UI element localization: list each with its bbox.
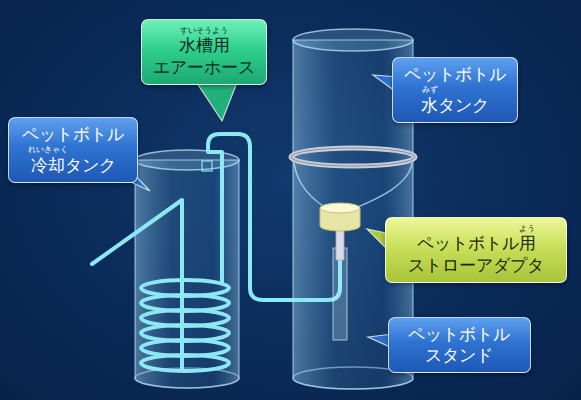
adapter-callout: ようペットボトル用ストローアダプタ	[385, 217, 567, 283]
hose-clip	[202, 161, 212, 171]
cooling-coil	[92, 200, 229, 371]
callout-text: ストローアダプタ	[408, 255, 544, 276]
ruby-reading: みず	[422, 85, 438, 94]
callout-text: ペットボトル	[404, 64, 506, 85]
callout-text: ペットボトル スタンド	[400, 324, 519, 367]
callout-text: 冷却タンク	[31, 155, 116, 176]
ruby-reading: よう	[519, 224, 535, 233]
cooling-tank-callout: ペットボトルれいきゃく冷却タンク	[8, 117, 138, 183]
straw-adapter	[320, 203, 360, 340]
callout-text: ペットボトル用	[417, 233, 536, 254]
callout-text: 水槽用	[179, 35, 230, 56]
callout-text: ペットボトル	[22, 124, 124, 145]
water-tank-callout: ペットボトルみず水タンク	[392, 57, 518, 123]
ruby-reading: すいそうよう	[180, 26, 228, 35]
stand-callout: ペットボトル スタンド	[388, 317, 531, 374]
hose-callout: すいそうよう水槽用エアーホース	[141, 19, 267, 85]
ruby-reading: れいきゃく	[28, 145, 68, 154]
callout-tails	[95, 75, 410, 356]
callout-text: 水タンク	[421, 95, 489, 116]
callout-text: エアーホース	[153, 57, 255, 78]
